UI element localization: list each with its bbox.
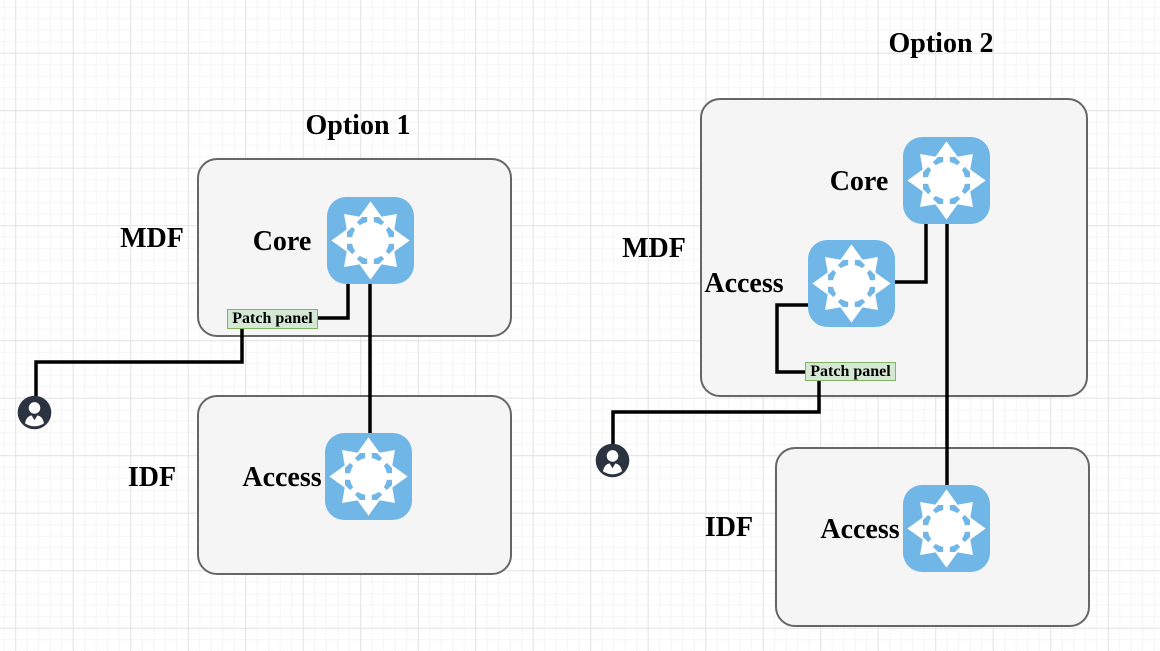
option1-patch-panel: Patch panel [227,309,318,329]
option2-core-label: Core [829,166,889,197]
option1-title: Option 1 [305,110,411,141]
option2-user-icon [595,443,630,478]
option1-access-label: Access [242,462,322,493]
option2-mdf-access-label: Access [704,268,784,299]
option2-title: Option 2 [888,28,994,59]
option2-idf-label: IDF [704,512,754,543]
option2-idf-access-label: Access [820,514,900,545]
option2-mdf-access-switch-icon [808,240,895,327]
option1-mdf-label: MDF [120,223,184,254]
option2-core-switch-icon [903,137,990,224]
option2-idf-access-switch-icon [903,485,990,572]
option1-user-icon [17,395,52,430]
option2-mdf-label: MDF [622,233,686,264]
option1-patch-panel-label: Patch panel [232,310,313,327]
option1-core-label: Core [252,226,312,257]
option1-patchpanel-user-link [34,329,244,398]
option1-access-switch-icon [325,433,412,520]
option1-core-switch-icon [327,197,414,284]
option1-idf-label: IDF [127,462,177,493]
option2-patch-panel-label: Patch panel [810,362,891,380]
option2-patch-panel: Patch panel [805,362,896,381]
